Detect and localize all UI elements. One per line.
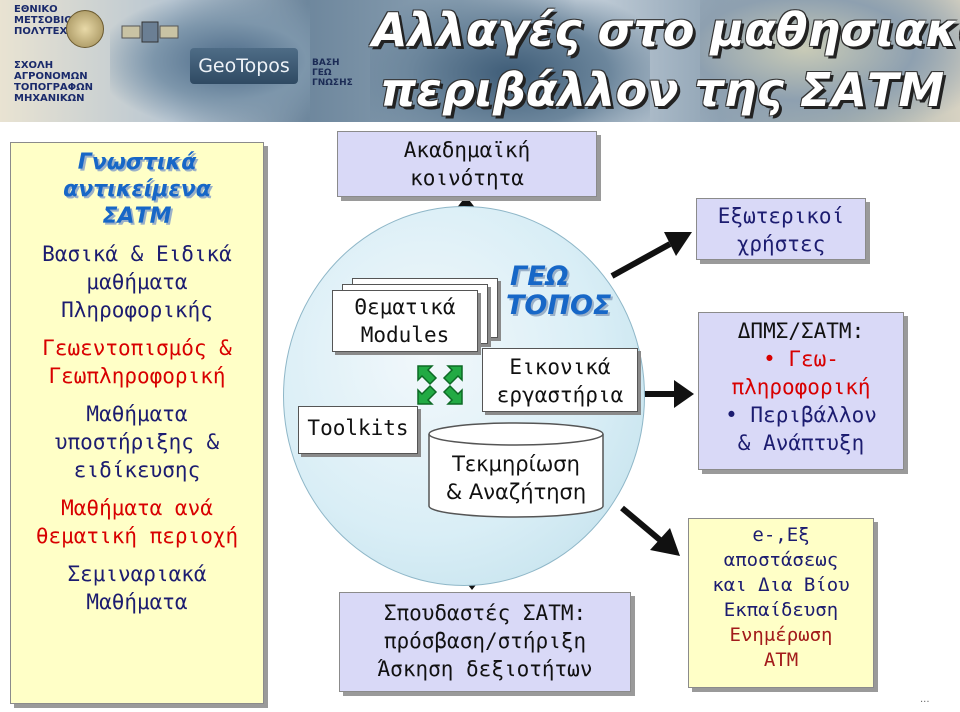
documentation-database: Τεκμηρίωση & Αναζήτηση <box>428 422 604 518</box>
school-name-line: ΜΗΧΑΝΙΚΩΝ <box>14 93 85 104</box>
elearning-line: αποστάσεως <box>723 549 839 571</box>
dpms-bullet-2-cont: & Ανάπτυξη <box>737 431 865 455</box>
ntua-name-line: ΕΘΝΙΚΟ <box>14 4 58 15</box>
arrow-to-dpms <box>642 380 694 408</box>
subject-line: θεματική περιοχή <box>35 524 239 548</box>
dpms-bullet-text: Περιβάλλον <box>750 403 877 427</box>
subject-line: Μαθήματα ανά <box>61 496 213 520</box>
subject-line: Σεμιναριακά <box>67 562 207 586</box>
elearning-line: e-,Εξ <box>752 524 810 546</box>
modules-line: Θεματικά <box>354 295 456 319</box>
subject-line: Μαθήματα <box>86 590 188 614</box>
knowledge-subjects-panel: Γνωστικά αντικείμενα ΣΑΤΜ Βασικά & Ειδικ… <box>10 142 264 704</box>
toolkits-label: Toolkits <box>307 416 409 440</box>
arrow-to-elearning <box>620 505 680 556</box>
page-title-line-2: περιβάλλον της ΣΑΤΜ <box>380 63 945 117</box>
subject-line: ειδίκευσης <box>73 458 201 482</box>
geotopos-title-line: ΤΟΠΟΣ <box>506 290 612 321</box>
docs-line: & Αναζήτηση <box>445 480 587 504</box>
academic-line: κοινότητα <box>410 166 524 190</box>
students-line: Άσκηση δεξιοτήτων <box>377 657 593 681</box>
subject-line: μαθήματα <box>86 270 188 294</box>
panel-heading-line: αντικείμενα <box>63 177 211 202</box>
bullet-icon: • <box>763 347 789 371</box>
ntua-seal-icon <box>66 10 104 48</box>
subject-line: Γεωπληροφορική <box>48 364 226 388</box>
elearning-line: και Δια Βίου <box>712 574 850 596</box>
toolkits-card: Toolkits <box>298 406 418 454</box>
header-banner: ΕΘΝΙΚΟ ΜΕΤΣΟΒΙΟ ΠΟΛΥΤΕΧΝΕΙΟ ΣΧΟΛΗ ΑΓΡΟΝΟ… <box>0 0 960 122</box>
students-line: πρόσβαση/στήριξη <box>383 629 587 653</box>
ntua-name-line: ΠΟΛΥΤΕΧΝΕΙΟ <box>14 26 95 37</box>
base-label-line: ΓΕΩ <box>312 68 332 78</box>
academic-community-box: Ακαδημαϊκή κοινότητα <box>337 131 597 197</box>
modules-line: Modules <box>360 323 450 347</box>
banner-photo-mid <box>370 0 650 122</box>
labs-line: εργαστήρια <box>496 383 624 407</box>
subject-group: Σεμιναριακά Μαθήματα <box>11 560 263 616</box>
panel-heading-line: Γνωστικά <box>77 150 197 175</box>
base-label-line: ΒΑΣΗ <box>312 58 340 68</box>
bullet-icon: • <box>725 403 751 427</box>
school-name-line: ΤΟΠΟΓΡΑΦΩΝ <box>14 82 94 93</box>
dpms-title: ΔΠΜΣ/ΣΑΤΜ: <box>737 319 865 343</box>
arrow-to-external <box>610 232 692 279</box>
elearning-red-line: ΑΤΜ <box>763 649 799 671</box>
school-name-line: ΣΧΟΛΗ <box>14 60 54 71</box>
panel-heading-line: ΣΑΤΜ <box>102 204 172 229</box>
slide-corner-mark: ... <box>920 694 930 705</box>
banner-photo-right <box>700 0 960 122</box>
thematic-modules-card: Θεματικά Modules <box>332 290 478 352</box>
ntua-logo: ΕΘΝΙΚΟ ΜΕΤΣΟΒΙΟ ΠΟΛΥΤΕΧΝΕΙΟ ΣΧΟΛΗ ΑΓΡΟΝΟ… <box>4 2 109 114</box>
labs-line: Εικονικά <box>509 355 611 379</box>
dpms-bullet-2: • Περιβάλλον <box>699 401 903 429</box>
external-users-box: Εξωτερικοί χρήστες <box>696 198 866 260</box>
geotopos-logo: GeoTopos <box>190 48 298 84</box>
subject-group: Γεωεντοπισμός & Γεωπληροφορική <box>11 334 263 390</box>
elearning-box: e-,Εξ αποστάσεως και Δια Βίου Εκπαίδευση… <box>688 518 874 688</box>
satellite-icon <box>120 12 180 52</box>
page-title-line-1: Αλλαγές στο μαθησιακό <box>372 3 960 57</box>
elearning-red-line: Ενημέρωση <box>729 624 833 646</box>
dpms-bullet-text: Γεω- <box>788 347 839 371</box>
virtual-labs-card: Εικονικά εργαστήρια <box>482 348 638 412</box>
geotopos-title-line: ΓΕΩ <box>510 261 569 292</box>
subject-group: Μαθήματα ανά θεματική περιοχή <box>11 494 263 550</box>
school-name-line: ΑΓΡΟΝΟΜΩΝ <box>14 71 88 82</box>
academic-line: Ακαδημαϊκή <box>403 138 531 162</box>
geotopos-title: ΓΕΩ ΤΟΠΟΣ <box>506 262 611 320</box>
docs-line: Τεκμηρίωση <box>452 452 580 476</box>
subject-group: Βασικά & Ειδικά μαθήματα Πληροφορικής <box>11 240 263 324</box>
subject-line: Βασικά & Ειδικά <box>42 242 232 266</box>
dpms-bullet-1: • Γεω- <box>699 345 903 373</box>
external-line: χρήστες <box>736 232 826 256</box>
panel-heading: Γνωστικά αντικείμενα ΣΑΤΜ <box>11 149 263 230</box>
subject-group: Μαθήματα υποστήριξης & ειδίκευσης <box>11 400 263 484</box>
subject-line: Μαθήματα <box>86 402 188 426</box>
students-box: Σπουδαστές ΣΑΤΜ: πρόσβαση/στήριξη Άσκηση… <box>339 592 631 692</box>
dpms-box: ΔΠΜΣ/ΣΑΤΜ: • Γεω- πληροφορική • Περιβάλλ… <box>698 312 904 470</box>
base-label-line: ΓΝΩΣΗΣ <box>312 78 353 88</box>
subject-line: Γεωεντοπισμός & <box>42 336 232 360</box>
external-line: Εξωτερικοί <box>717 204 845 228</box>
geo-knowledge-base-label: ΒΑΣΗ ΓΕΩ ΓΝΩΣΗΣ <box>312 58 353 88</box>
subject-line: Πληροφορικής <box>61 298 213 322</box>
elearning-line: Εκπαίδευση <box>723 599 839 621</box>
subject-line: υποστήριξης & <box>54 430 220 454</box>
students-line: Σπουδαστές ΣΑΤΜ: <box>383 601 587 625</box>
dpms-bullet-1-cont: πληροφορική <box>731 375 871 399</box>
four-way-arrows-icon <box>414 362 466 408</box>
ntua-name-line: ΜΕΤΣΟΒΙΟ <box>14 15 73 26</box>
